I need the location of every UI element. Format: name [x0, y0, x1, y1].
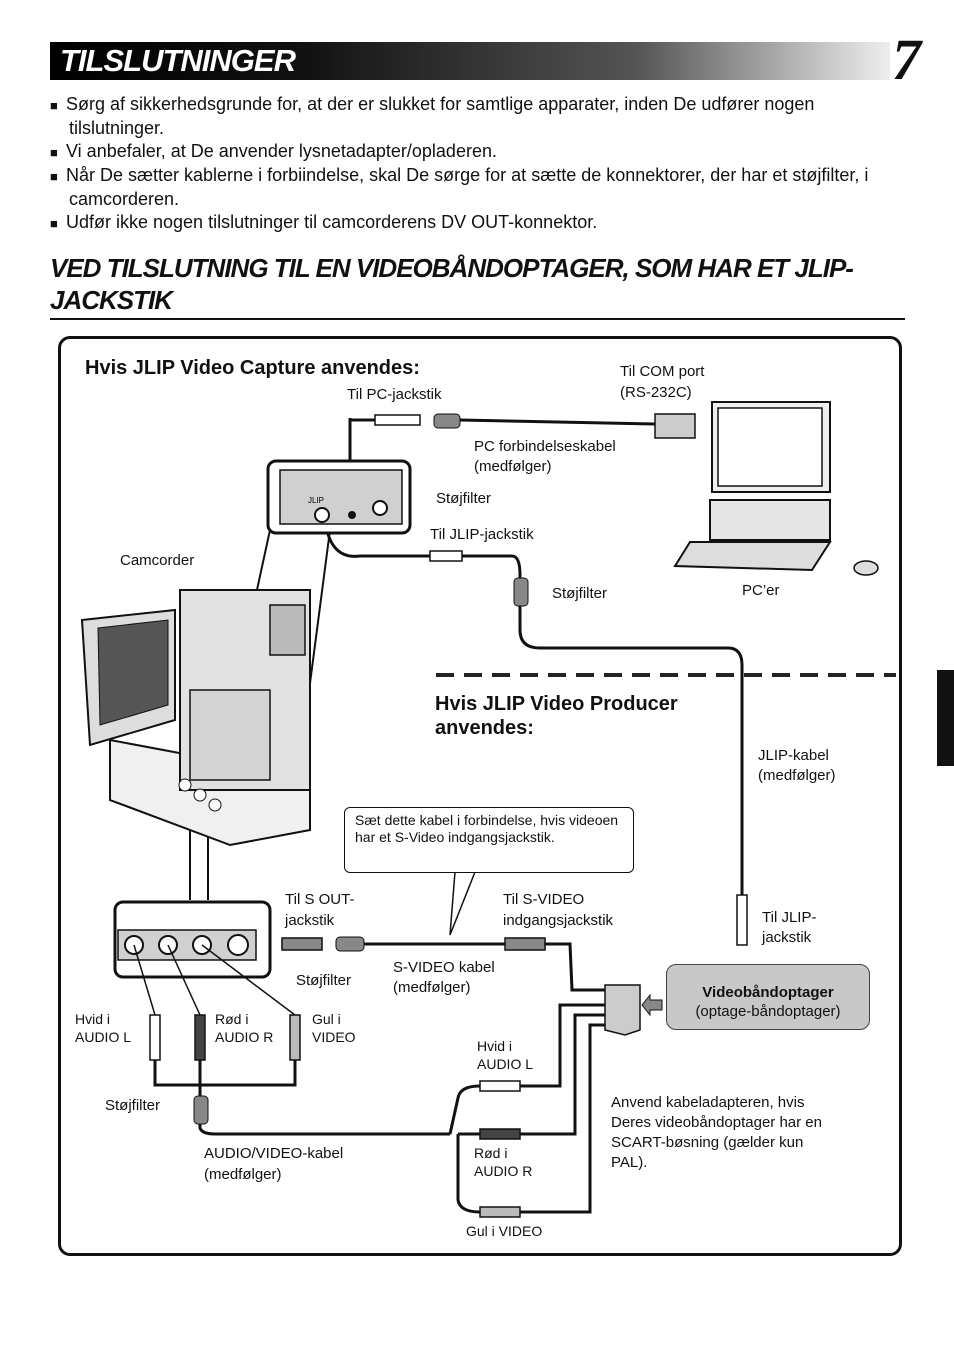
jlip-cable-label-2: (medfølger): [758, 767, 836, 784]
diagram-frame: [58, 336, 902, 1256]
noise-filter-label: Støjfilter: [552, 585, 608, 602]
av-cable-main: [198, 1058, 450, 1136]
scart-note-2: Deres videobåndoptager har en: [611, 1114, 822, 1131]
scart-adapter: [604, 984, 641, 1036]
yellow-plug: [289, 1014, 301, 1061]
vcr-red-audio-label-1: Rød i: [474, 1145, 508, 1161]
scart-note-3: SCART-bøsning (gælder kun: [611, 1134, 804, 1151]
capture-heading: Hvis JLIP Video Capture anvendes:: [85, 357, 420, 379]
noise-filter: [433, 413, 461, 429]
white-audio-label-2: AUDIO L: [75, 1029, 132, 1045]
noise-filter: [335, 936, 365, 952]
producer-heading-1: Hvis JLIP Video Producer: [435, 693, 678, 715]
producer-heading-2: anvendes:: [435, 717, 534, 739]
s-out-label-1: Til S OUT-: [285, 891, 355, 908]
bullet-item: Udfør ikke nogen tilslutninger til camco…: [50, 211, 900, 235]
pc-cable-right: [459, 418, 656, 426]
section-title: VED TILSLUTNING TIL EN VIDEOBÅNDOPTAGER,…: [50, 252, 905, 320]
com-connector: [654, 413, 696, 439]
yellow-to-scart: [520, 1023, 605, 1214]
jack-panel-plate: [279, 469, 403, 525]
camcorder-illustration: [80, 589, 311, 847]
com-port-label-1: Til COM port: [620, 363, 705, 380]
jlip-plug-vcr: [736, 894, 748, 946]
page-title: TILSLUTNINGER: [60, 43, 296, 78]
jlip-jack: [314, 507, 330, 523]
plug-leaders: [133, 944, 296, 1016]
s-video-to-scart: [545, 942, 605, 992]
s-video-in-label-1: Til S-VIDEO: [503, 891, 585, 908]
noise-filter-label: Støjfilter: [436, 490, 492, 507]
pc-cable-label-1: PC forbindelseskabel: [474, 438, 616, 455]
vcr-red-audio-label-2: AUDIO R: [474, 1163, 533, 1179]
bullet-list: Sørg af sikkerhedsgrunde for, at der er …: [50, 93, 900, 235]
pc-jack: [348, 511, 356, 519]
s-video-plug-vcr: [504, 937, 546, 951]
pc-plug: [374, 414, 421, 426]
s-video-plug: [281, 937, 323, 951]
red-plug: [194, 1014, 206, 1061]
noise-filter-label: Støjfilter: [296, 972, 352, 989]
white-plug: [149, 1014, 161, 1061]
av-cable-label-1: AUDIO/VIDEO-kabel: [204, 1145, 344, 1162]
red-plug-vcr: [479, 1128, 521, 1140]
pc-jack-label: Til PC-jackstik: [347, 386, 442, 403]
page-number: 7: [892, 27, 921, 92]
yellow-plug-vcr: [479, 1206, 521, 1218]
arrow-icon: [641, 993, 663, 1017]
vcr-title: Videobåndoptager: [702, 984, 834, 1001]
red-audio-label-1: Rød i: [215, 1011, 249, 1027]
red-to-scart: [520, 1013, 605, 1136]
title-bar: TILSLUTNINGER: [50, 42, 890, 80]
yellow-video-label-2: VIDEO: [312, 1029, 356, 1045]
bullet-item: Når De sætter kablerne i forbiindelse, s…: [50, 164, 900, 211]
callout-pointer: [449, 871, 476, 936]
camcorder-label: Camcorder: [120, 552, 195, 569]
yellow-video-label-1: Gul i: [312, 1011, 341, 1027]
vcr-white-audio-label-1: Hvid i: [477, 1038, 513, 1054]
av-cable-loop: [153, 1058, 297, 1087]
scart-note-1: Anvend kabeladapteren, hvis: [611, 1094, 805, 1111]
vcr-jlip-label-1: Til JLIP-: [762, 909, 817, 926]
side-tab: [937, 670, 954, 766]
s-out-label-2: jackstik: [285, 912, 335, 929]
vcr-white-audio-label-2: AUDIO L: [477, 1056, 534, 1072]
jack: [372, 500, 388, 516]
white-plug-vcr: [479, 1080, 521, 1092]
vcr-box: Videobåndoptager (optage-båndoptager): [666, 964, 870, 1030]
av-cable-label-2: (medfølger): [204, 1166, 282, 1183]
noise-filter: [193, 1095, 209, 1125]
s-video-cable-label-1: S-VIDEO kabel: [393, 959, 495, 976]
white-audio-label-1: Hvid i: [75, 1011, 111, 1027]
vcr-jlip-label-2: jackstik: [762, 929, 812, 946]
com-port-label-2: (RS-232C): [620, 384, 692, 401]
jlip-mark: JLIP: [308, 496, 324, 505]
jlip-cable: [462, 554, 744, 895]
jlip-jack-label: Til JLIP-jackstik: [430, 526, 534, 543]
jlip-plug: [429, 550, 463, 562]
noise-filter-label: Støjfilter: [105, 1097, 161, 1114]
scart-note-4: PAL).: [611, 1154, 648, 1171]
s-out-jack: [227, 934, 249, 956]
white-to-scart: [520, 1003, 605, 1088]
red-audio-label-2: AUDIO R: [215, 1029, 274, 1045]
s-video-cable-label-2: (medfølger): [393, 979, 471, 996]
pc-illustration: [673, 401, 879, 576]
bullet-item: Sørg af sikkerhedsgrunde for, at der er …: [50, 93, 900, 140]
av-branch-white: [448, 1084, 505, 1135]
pc-cable-label-2: (medfølger): [474, 458, 552, 475]
pc-label: PC’er: [742, 582, 780, 599]
jlip-cable-label-1: JLIP-kabel: [758, 747, 829, 764]
noise-filter: [513, 577, 529, 607]
vcr-subtitle: (optage-båndoptager): [695, 1003, 841, 1020]
s-video-in-label-2: indgangsjackstik: [503, 912, 614, 929]
s-video-callout: Sæt dette kabel i forbindelse, hvis vide…: [344, 807, 634, 873]
bullet-item: Vi anbefaler, at De anvender lysnetadapt…: [50, 140, 900, 164]
vcr-yellow-video-label: Gul i VIDEO: [466, 1223, 543, 1239]
